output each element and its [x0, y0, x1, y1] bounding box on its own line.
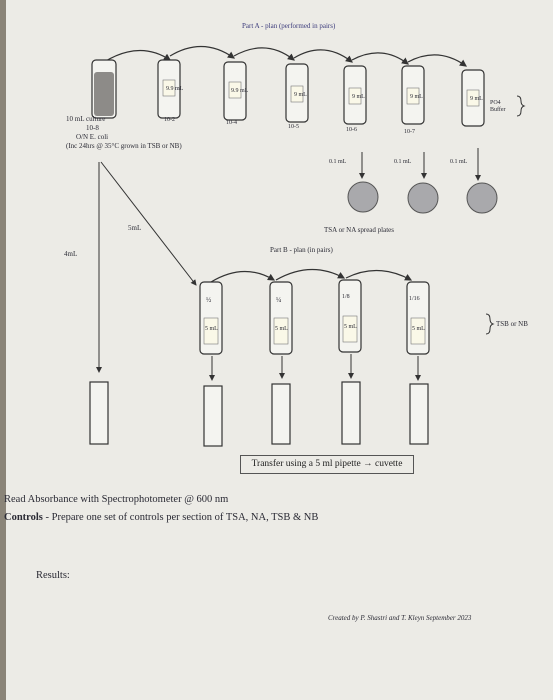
transfer-arc-5	[351, 52, 409, 65]
culture-line-3: O/N E. coli	[76, 133, 109, 141]
controls-heading: Controls	[4, 512, 43, 523]
tube-label-2: 9.9 mL	[231, 88, 249, 94]
plate-1	[347, 181, 379, 213]
diagram-drawing	[89, 45, 526, 447]
worksheet-page: Part A - plan (performed in pairs) 9.9 m…	[4, 0, 553, 700]
read-absorbance-text: Read Absorbance with Spectrophotometer @…	[4, 494, 229, 505]
tube-label-1: 9.9 mL	[166, 86, 184, 92]
controls-text: Controls - Prepare one set of controls p…	[4, 512, 318, 523]
culture-line-2: 10-8	[86, 124, 99, 132]
cuvette-2	[271, 383, 291, 445]
cuvette-control	[89, 381, 109, 445]
tube-label-5: 9 mL	[410, 94, 423, 100]
part-a-title: Part A - plan (performed in pairs)	[242, 22, 336, 30]
plates-label: TSA or NA spread plates	[324, 226, 394, 234]
controls-description: - Prepare one set of controls per sectio…	[42, 512, 319, 523]
tube-label-4: 9 mL	[352, 94, 365, 100]
transfer-5ml-label: 5mL	[128, 224, 142, 232]
partb-volume-1: 5 mL	[205, 326, 218, 332]
fraction-2: ¼	[276, 296, 282, 304]
dilution-4: 10-6	[346, 127, 357, 133]
culture-line-4: (Inc 24hrs @ 35°C grown in TSB or NB)	[66, 142, 182, 150]
transfer-arc-4	[293, 49, 353, 63]
plate-2	[407, 182, 439, 214]
transfer-note: Transfer using a 5 ml pipette → cuvette	[240, 455, 414, 474]
plating-volume-2: 0.1 mL	[394, 159, 412, 165]
dilution-2: 10-4	[226, 120, 237, 126]
buffer-brace	[516, 95, 526, 117]
partb-volume-3: 5 mL	[344, 324, 357, 330]
culture-line-1: 10 mL culture	[66, 115, 106, 123]
transfer-arc-6	[407, 54, 467, 67]
dilution-5: 10-7	[404, 129, 415, 135]
plating-volume-3: 0.1 mL	[450, 159, 468, 165]
cuvette-4	[409, 383, 429, 445]
transfer-arc-3	[233, 47, 295, 61]
transfer-4ml-label: 4mL	[64, 250, 78, 258]
cuvette-1	[203, 385, 223, 447]
transfer-arc-1	[103, 49, 171, 63]
fraction-4: 1/16	[409, 296, 420, 302]
partb-volume-4: 5 mL	[412, 326, 425, 332]
buffer-label: PO4 Buffer	[490, 100, 506, 113]
medium-label: TSB or NB	[496, 320, 528, 328]
plating-volume-1: 0.1 mL	[329, 159, 347, 165]
dilution-3: 10-5	[288, 124, 299, 130]
partb-volume-2: 5 mL	[275, 326, 288, 332]
credit-line: Created by P. Shastri and T. Kleyn Septe…	[328, 614, 472, 622]
cuvette-3	[341, 381, 361, 445]
tube-label-3: 9 mL	[294, 92, 307, 98]
tube-label-6: 9 mL	[470, 96, 483, 102]
transfer-arc-2	[169, 45, 235, 59]
fraction-1: ½	[206, 296, 212, 304]
part-b-title: Part B - plan (in pairs)	[270, 246, 333, 254]
fraction-3: 1/8	[342, 294, 350, 300]
culture-fill	[94, 72, 114, 116]
dilution-1: 10-2	[164, 117, 175, 123]
plate-3	[466, 182, 498, 214]
results-label: Results:	[36, 570, 70, 581]
